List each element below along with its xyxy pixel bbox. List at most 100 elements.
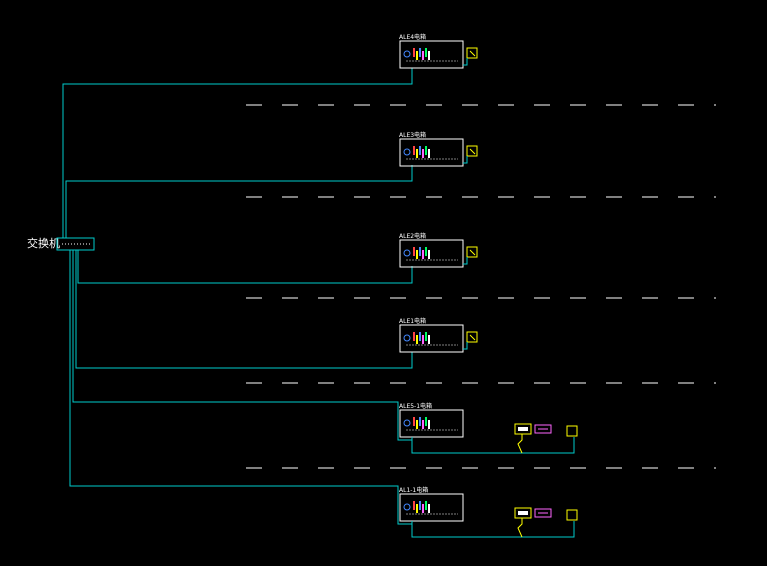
equipment-dot [403, 334, 411, 342]
cables [62, 68, 413, 525]
equipment-bar [425, 146, 427, 155]
equipment-bar [416, 51, 418, 60]
equipment-bar [419, 146, 421, 155]
equipment-bar [428, 335, 430, 344]
equipment-bar [419, 501, 421, 510]
network-switch[interactable]: 交换机 [27, 236, 95, 251]
panel-group-3[interactable]: ALE2电箱 [399, 232, 478, 268]
cable-to-ale5 [72, 250, 412, 441]
switch-label: 交换机 [27, 236, 60, 250]
cable-to-ale3 [65, 165, 413, 238]
equipment-bar [428, 420, 430, 429]
extended-cable [411, 521, 575, 538]
panel-box [399, 493, 464, 522]
wifi-device [466, 331, 478, 343]
equipment-bar [419, 332, 421, 341]
device-cable [463, 342, 468, 350]
equipment-bar [425, 501, 427, 510]
panel-box [399, 409, 464, 438]
panel-box [399, 40, 464, 69]
camera-lens [518, 511, 528, 515]
equipment-bar [425, 417, 427, 426]
camera-cable [517, 518, 523, 538]
panel-box [399, 239, 464, 268]
equipment-bar [416, 149, 418, 158]
wifi-device [466, 145, 478, 157]
panel-label: ALE5-1电箱 [399, 402, 432, 410]
wifi-device-mark [469, 249, 476, 256]
equipment-bar [425, 332, 427, 341]
camera-lens [518, 427, 528, 431]
display-device [534, 508, 552, 518]
panel-group-6[interactable]: AL1-1电箱 [399, 486, 578, 538]
panel-group-2[interactable]: ALE3电箱 [399, 131, 478, 167]
wifi-device [566, 509, 578, 521]
device-cable [463, 257, 468, 265]
equipment-bar [416, 335, 418, 344]
panel-equipment [403, 501, 458, 515]
equipment-bar [422, 420, 424, 429]
equipment-bar [419, 417, 421, 426]
camera-cable [517, 434, 523, 454]
wifi-device [466, 47, 478, 59]
equipment-bar [413, 501, 415, 510]
panel-box [399, 324, 464, 353]
display-device [534, 424, 552, 434]
equipment-bar [419, 247, 421, 256]
wifi-device-mark [469, 148, 476, 155]
panel-equipment [403, 247, 458, 261]
equipment-bar [422, 51, 424, 60]
equipment-bar [413, 417, 415, 426]
camera-device [514, 507, 532, 519]
panel-label: ALE4电箱 [399, 33, 426, 41]
panel-group-1[interactable]: ALE4电箱 [399, 33, 478, 69]
panel-equipment [403, 417, 458, 431]
equipment-bar [425, 247, 427, 256]
panel-group-5[interactable]: ALE5-1电箱 [399, 402, 578, 454]
panel-label: ALE1电箱 [399, 317, 426, 325]
panel-equipment [403, 146, 458, 160]
equipment-bar [416, 250, 418, 259]
panel-label: ALE2电箱 [399, 232, 426, 240]
equipment-bar [413, 146, 415, 155]
equipment-bar [428, 250, 430, 259]
equipment-bar [428, 51, 430, 60]
camera-device [514, 423, 532, 435]
panel-box [399, 138, 464, 167]
cable-to-ale1 [75, 250, 413, 369]
equipment-bar [428, 149, 430, 158]
panel-group-4[interactable]: ALE1电箱 [399, 317, 478, 353]
wifi-device-mark [469, 50, 476, 57]
equipment-bar [422, 504, 424, 513]
equipment-bar [416, 420, 418, 429]
equipment-dot [403, 50, 411, 58]
equipment-bar [416, 504, 418, 513]
equipment-bar [425, 48, 427, 57]
wifi-device [466, 246, 478, 258]
equipment-bar [413, 48, 415, 57]
panel-equipment [403, 48, 458, 62]
equipment-dot [403, 503, 411, 511]
equipment-bar [422, 149, 424, 158]
extended-cable [411, 437, 575, 454]
device-cable [463, 58, 468, 66]
equipment-bar [413, 332, 415, 341]
cable-to-al1 [69, 250, 412, 525]
panel-label: AL1-1电箱 [399, 486, 428, 494]
panel-label: ALE3电箱 [399, 131, 426, 139]
equipment-dot [403, 148, 411, 156]
device-cable [463, 156, 468, 164]
wifi-device [566, 425, 578, 437]
floor-separators [246, 104, 716, 469]
cable-to-ale2 [77, 250, 413, 284]
equipment-bar [428, 504, 430, 513]
cable-to-ale4 [62, 68, 413, 238]
equipment-bar [419, 48, 421, 57]
equipment-bar [422, 250, 424, 259]
equipment-bar [413, 247, 415, 256]
equipment-dot [403, 419, 411, 427]
equipment-dot [403, 249, 411, 257]
panel-equipment [403, 332, 458, 346]
